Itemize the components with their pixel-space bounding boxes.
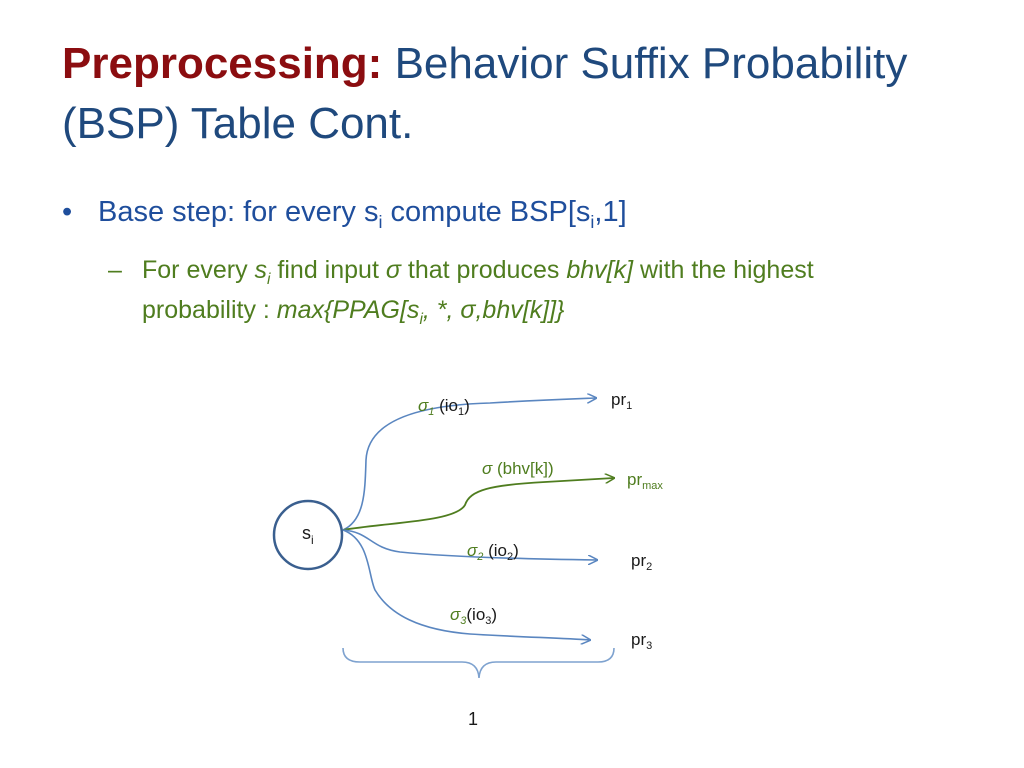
sub-max-post: , *, σ,bhv[k]]} bbox=[422, 296, 565, 324]
sub-i: i bbox=[267, 271, 271, 288]
pr-1-label: pr1 bbox=[611, 390, 632, 412]
edge-3-label: σ3(io3) bbox=[450, 605, 497, 627]
pr-max-label: prmax bbox=[627, 470, 663, 492]
sub-part1: For every bbox=[142, 256, 255, 284]
title-highlight: Preprocessing: bbox=[62, 39, 383, 88]
pr-3-label: pr3 bbox=[631, 630, 652, 652]
sub-bhv: bhv[k] bbox=[566, 256, 634, 284]
bullet-prefix: Base step: for every s bbox=[98, 196, 379, 228]
sub-max-pre: max{PPAG[s bbox=[276, 296, 420, 324]
dash-icon: – bbox=[108, 256, 122, 284]
horizontal-brace bbox=[342, 647, 615, 679]
sub-part4: with the highest probability : bbox=[142, 256, 814, 324]
bullet-sub-i: i bbox=[378, 211, 383, 232]
edge-2-arrow bbox=[342, 529, 597, 560]
sub-max-i: i bbox=[419, 311, 423, 328]
sub-sigma: σ bbox=[385, 256, 401, 284]
bullet-base-step: •Base step: for every si compute BSP[si,… bbox=[62, 193, 627, 231]
sub-s: s bbox=[254, 256, 268, 284]
bullet-dot-icon: • bbox=[62, 196, 73, 228]
bullet-sub-i2: i bbox=[590, 211, 595, 232]
subbullet-text: For every si find input σ that produces … bbox=[108, 250, 908, 330]
sub-part2: find input bbox=[270, 256, 386, 284]
edge-max-arrow bbox=[342, 478, 614, 531]
subbullet-for-every: – For every si find input σ that produce… bbox=[108, 250, 908, 330]
state-node-label: si bbox=[302, 523, 314, 547]
edge-2-label: σ2 (io2) bbox=[467, 541, 519, 563]
bullet-middle: compute BSP[s bbox=[382, 196, 591, 228]
edge-1-label: σ1 (io1) bbox=[418, 396, 470, 418]
state-node bbox=[272, 499, 344, 571]
brace-label: 1 bbox=[468, 709, 478, 729]
edge-max-label: σ (bhv[k]) bbox=[482, 459, 554, 478]
pr-2-label: pr2 bbox=[631, 551, 652, 573]
sub-part3: that produces bbox=[400, 256, 567, 284]
slide-title: Preprocessing: Behavior Suffix Probabili… bbox=[62, 34, 962, 154]
bullet-suffix: ,1] bbox=[594, 196, 627, 228]
title-rest: Behavior Suffix Probability (BSP) Table … bbox=[62, 39, 908, 148]
edge-1-arrow bbox=[342, 398, 596, 531]
edge-3-arrow bbox=[342, 529, 590, 640]
